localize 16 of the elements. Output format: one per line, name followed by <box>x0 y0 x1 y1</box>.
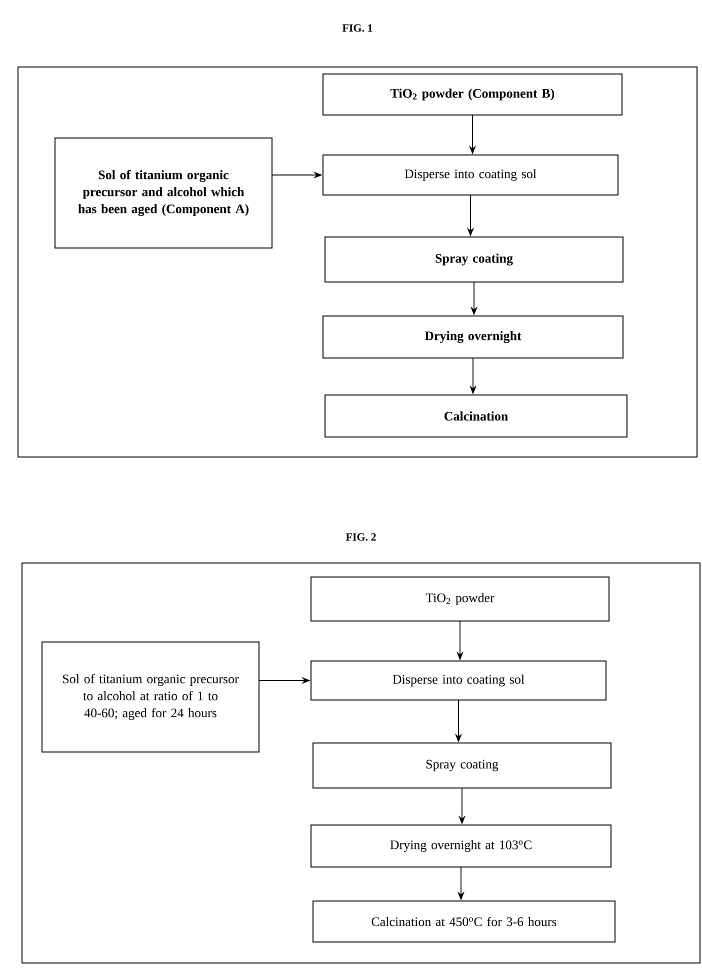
process-box: Disperse into coating sol <box>310 660 606 700</box>
process-box: Calcination <box>324 394 628 438</box>
process-box: Drying overnight <box>322 316 624 358</box>
process-box: TiO$_{2}$ powder (Component B) <box>322 74 622 116</box>
figure-frame <box>18 24 698 458</box>
process-box: Sol of titanium organic precursor to alcohol at ratio of 1 to 40-60; aged for 24 hours <box>42 642 260 752</box>
process-box: Sol of titanium organic precursor and alcohol which has been aged (Component A) <box>54 138 272 248</box>
process-box: Spray coating <box>324 236 624 282</box>
process-box: Drying overnight at 103$^{o}$C <box>310 824 612 868</box>
process-box: Disperse into coating sol <box>322 154 618 196</box>
figure-title: FIG. 1 <box>342 24 372 32</box>
figure-title: FIG. 2 <box>346 533 376 541</box>
process-box: Spray coating <box>312 742 612 788</box>
figure-frame <box>22 533 700 964</box>
process-box: Calcination at 450$^{o}$C for 3-6 hours <box>312 900 616 942</box>
process-box: TiO$_{2}$ powder <box>310 576 610 622</box>
